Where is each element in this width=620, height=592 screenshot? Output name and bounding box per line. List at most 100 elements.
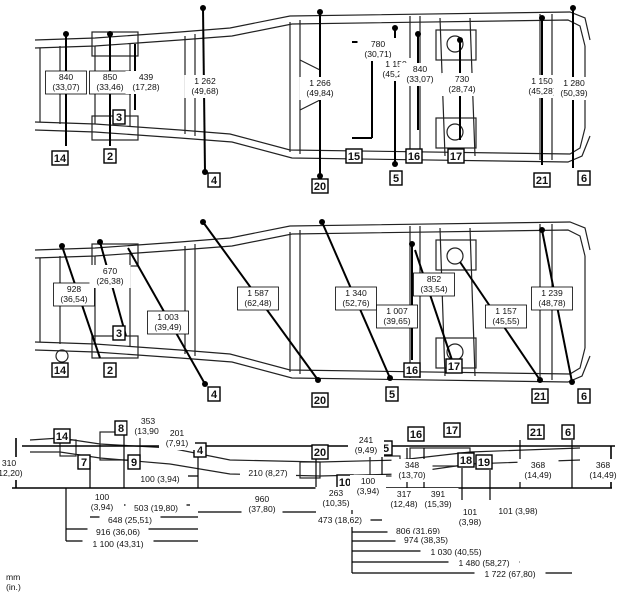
- dimension-label-bg: [582, 459, 620, 482]
- dimension-label-bg: [521, 75, 563, 98]
- reference-point-marker: 17: [443, 422, 461, 438]
- dimension-value: (14,49): [589, 470, 616, 480]
- dimension-value: 670: [103, 266, 118, 276]
- dimension-label: 1 722 (67,80): [474, 568, 546, 581]
- dimension-label: 348(13,70): [391, 459, 433, 482]
- dimension-label: 1 100 (43,31): [82, 538, 154, 551]
- dimension-value: 310: [2, 458, 17, 468]
- reference-point-box: [112, 109, 126, 125]
- reference-point-number: 19: [478, 457, 490, 469]
- dimension-value: 100: [95, 492, 110, 502]
- dimension-label: 210 (8,27): [240, 467, 296, 480]
- dimension-label-bg: [517, 459, 559, 482]
- reference-point-number: 21: [534, 391, 546, 403]
- dimension-value: 1 480 (58,27): [458, 558, 509, 568]
- reference-point-box: [577, 170, 591, 186]
- dimension-value: (39,49): [154, 322, 181, 332]
- dimension-value: (33,46): [96, 82, 123, 92]
- dimension-value: 730: [455, 74, 470, 84]
- dimension-label-bg: [441, 73, 483, 96]
- dimension-value: (39,65): [383, 316, 410, 326]
- dimension-label-bg: [45, 70, 87, 95]
- dimension-label: 1 340(52,76): [335, 286, 377, 311]
- dimension-label-bg: [335, 286, 377, 311]
- reference-point-box: [207, 172, 221, 188]
- reference-point-marker: 4: [193, 442, 207, 458]
- dimension-label-bg: [383, 488, 425, 511]
- dimension-value: 1 587: [247, 288, 269, 298]
- reference-point-number: 3: [116, 328, 122, 340]
- dimension-value: (14,49): [524, 470, 551, 480]
- dimension-value: 1 157: [495, 306, 517, 316]
- dimension-label: 263(10,35): [315, 487, 357, 510]
- dimension-label-bg: [241, 493, 283, 516]
- reference-point-number: 20: [314, 181, 326, 193]
- dimension-value: 473 (18,62): [318, 515, 362, 525]
- dimension-value: (33,07): [52, 82, 79, 92]
- dimension-value: 1 003: [157, 312, 179, 322]
- dimension-label-bg: [125, 71, 167, 94]
- dimension-label: 670(26,38): [89, 265, 131, 288]
- dimension-value: 1 100 (43,31): [92, 539, 143, 549]
- reference-point-marker: 7: [77, 454, 91, 470]
- reference-point-box: [385, 386, 399, 402]
- dimension-label: 100 (3,94): [132, 473, 188, 486]
- reference-point-marker: 2: [103, 362, 117, 378]
- reference-point-marker: 6: [577, 170, 591, 186]
- dimension-value: (52,76): [342, 298, 369, 308]
- dimension-label: 928(36,54): [53, 282, 95, 307]
- dimension-value: 1 340: [345, 288, 367, 298]
- dimension-value: 201: [170, 428, 185, 438]
- dimension-label: 1 587(62,48): [237, 286, 279, 311]
- dimension-value: 368: [596, 460, 611, 470]
- dimension-label: 850(33,46): [89, 70, 131, 95]
- reference-point-marker: 20: [311, 178, 329, 194]
- dimension-value: 317: [397, 489, 412, 499]
- dimension-value: 1 150: [385, 59, 407, 69]
- reference-point-marker: 21: [533, 172, 551, 188]
- reference-point-box: [345, 148, 363, 164]
- dimension-label-bg: [184, 75, 226, 98]
- dimension-label: 730(28,74): [441, 73, 483, 96]
- reference-point-marker: 4: [207, 172, 221, 188]
- dimension-label-bg: [240, 467, 296, 480]
- dimension-value: 439: [139, 72, 154, 82]
- dimension-value: (26,38): [96, 276, 123, 286]
- dimension-label-bg: [376, 304, 418, 329]
- dimension-value: 1 722 (67,80): [484, 569, 535, 579]
- reference-point-marker: 14: [51, 150, 69, 166]
- reference-point-number: 21: [530, 427, 542, 439]
- dimension-label: 974 (38,35): [395, 534, 457, 547]
- reference-point-number: 4: [211, 175, 218, 187]
- dimension-value: (15,39): [424, 499, 451, 509]
- dimension-value: (3,94): [357, 486, 380, 496]
- reference-point-box: [577, 388, 591, 404]
- dimension-label-bg: [237, 286, 279, 311]
- dimension-label-bg: [350, 475, 386, 498]
- dimension-label-bg: [87, 526, 149, 539]
- reference-point-number: 14: [54, 153, 67, 165]
- dimension-label: 310(12,20): [0, 457, 30, 480]
- reference-point-marker: 10: [336, 474, 354, 490]
- dimension-label: 960(37,80): [241, 493, 283, 516]
- dimension-value: (10,35): [322, 498, 349, 508]
- dimension-label: 1 262(49,68): [184, 75, 226, 98]
- dimension-label: 368(14,49): [517, 459, 559, 482]
- dimension-value: 100: [361, 476, 376, 486]
- reference-point-marker: 17: [445, 358, 463, 374]
- dimension-value: (3,98): [459, 517, 482, 527]
- dimension-value: 101: [463, 507, 478, 517]
- dimension-label-bg: [391, 459, 433, 482]
- reference-point-box: [405, 148, 423, 164]
- reference-point-number: 6: [581, 391, 587, 403]
- dimension-label: 241(9,49): [348, 434, 384, 457]
- side-frame-drawing: [29, 431, 581, 479]
- dimension-label: 1 239(48,78): [531, 286, 573, 311]
- dimension-value: 840: [59, 72, 74, 82]
- reference-point-number: 14: [56, 431, 69, 443]
- reference-point-number: 6: [581, 173, 587, 185]
- mid-frame-drawing: [34, 221, 591, 383]
- dimension-labels: 840(33,07)850(33,46)439(17,28)1 262(49,6…: [0, 38, 620, 581]
- dimension-value: (33,07): [406, 74, 433, 84]
- dimension-value: (45,28): [528, 86, 555, 96]
